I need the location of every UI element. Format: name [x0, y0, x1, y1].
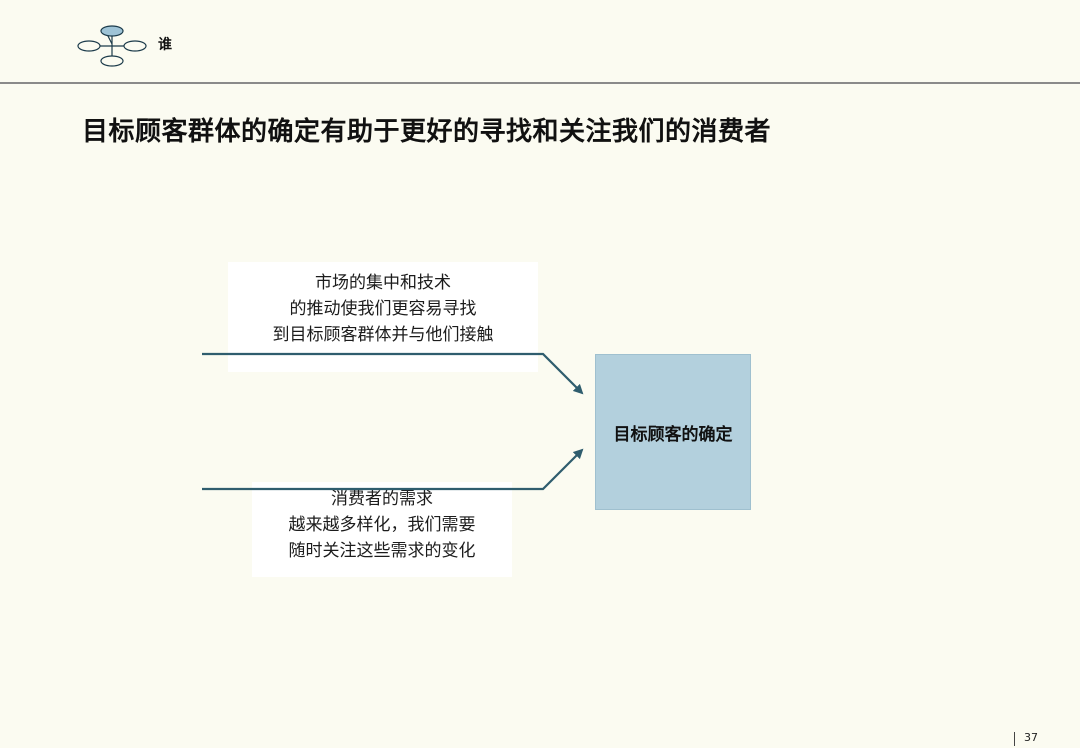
- bottom-note: 消费者的需求 越来越多样化，我们需要 随时关注这些需求的变化: [252, 482, 512, 577]
- footer-divider: [1014, 732, 1015, 746]
- header-label: 谁: [158, 37, 172, 53]
- center-box-label: 目标顾客的确定: [613, 424, 733, 445]
- top-note-line-3: 到目标顾客群体并与他们接触: [272, 325, 494, 345]
- page-number: 37: [1024, 731, 1038, 744]
- top-note-line-1: 市场的集中和技术: [315, 273, 451, 293]
- slide-title: 目标顾客群体的确定有助于更好的寻找和关注我们的消费者: [82, 117, 772, 147]
- header-divider: [0, 82, 1080, 84]
- top-arrow: [202, 352, 584, 395]
- bottom-note-line-1: 消费者的需求: [331, 489, 433, 509]
- bottom-note-line-3: 随时关注这些需求的变化: [288, 541, 476, 561]
- top-note-line-2: 的推动使我们更容易寻找: [289, 299, 477, 319]
- bottom-note-line-2: 越来越多样化，我们需要: [288, 515, 476, 535]
- center-box: 目标顾客的确定: [595, 354, 751, 510]
- header-logo-icon: [77, 25, 147, 67]
- bottom-arrow: [202, 448, 584, 491]
